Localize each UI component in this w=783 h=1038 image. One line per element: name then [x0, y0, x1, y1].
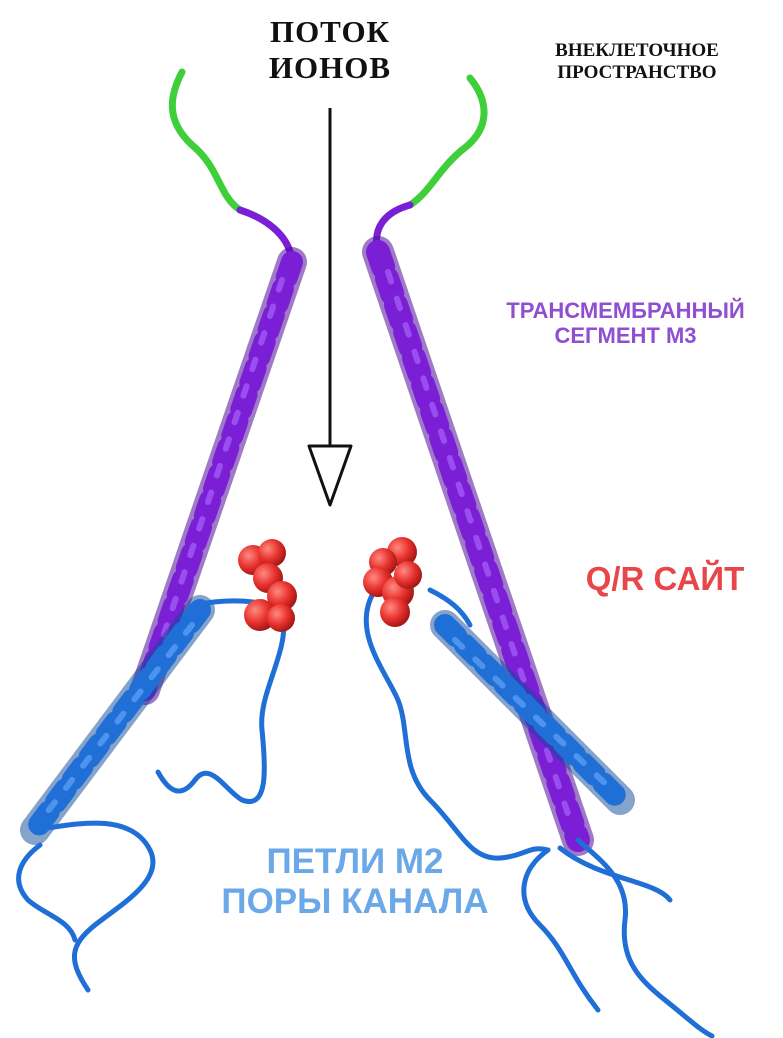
extracellular-space-label: ВНЕКЛЕТОЧНОЕ ПРОСТРАНСТВО: [512, 40, 762, 84]
m3-segment-label: ТРАНСМЕМБРАННЫЙ СЕГМЕНТ М3: [468, 298, 783, 349]
m2-label-line-1: ПЕТЛИ М2: [190, 842, 520, 882]
m2-tail-left: [19, 823, 153, 990]
qr-site-label: Q/R САЙТ: [560, 560, 770, 598]
m2-label-line-2: ПОРЫ КАНАЛА: [190, 882, 520, 922]
m2-tail-right: [524, 840, 712, 1036]
ion-flow-label-line-1: ПОТОК: [230, 14, 430, 50]
qr-site-atoms-right: [363, 537, 422, 627]
ion-flow-label: ПОТОК ИОНОВ: [230, 14, 430, 85]
ion-flow-arrow: [309, 108, 351, 505]
extracellular-loop-right: [410, 78, 484, 205]
m3-label-line-2: СЕГМЕНТ М3: [468, 323, 783, 348]
extracellular-loop-left: [172, 72, 240, 210]
qr-site-atoms-left: [238, 539, 297, 632]
m2-helix-right: [445, 625, 620, 800]
m2-helix-left: [35, 610, 200, 830]
m2-loops-label: ПЕТЛИ М2 ПОРЫ КАНАЛА: [190, 842, 520, 923]
extracellular-label-line-2: ПРОСТРАНСТВО: [512, 62, 762, 84]
ion-flow-label-line-2: ИОНОВ: [230, 50, 430, 86]
m3-label-line-1: ТРАНСМЕМБРАННЫЙ: [468, 298, 783, 323]
extracellular-label-line-1: ВНЕКЛЕТОЧНОЕ: [512, 40, 762, 62]
